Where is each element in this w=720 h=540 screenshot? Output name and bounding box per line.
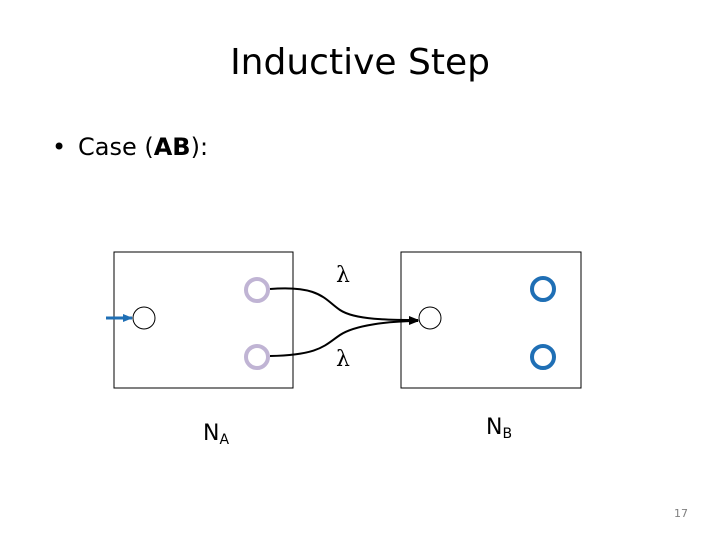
lambda-edge-top: [269, 287, 419, 324]
lambda-edge-bottom: [269, 317, 419, 357]
automaton-a-subscript: A: [219, 432, 230, 448]
slide-title: Inductive Step: [230, 42, 490, 83]
lambda-label-bottom: λ: [336, 347, 350, 372]
automaton-b-start-state: [418, 306, 442, 330]
automaton-a-name: N: [203, 421, 220, 446]
automaton-a-box: [113, 251, 294, 389]
automaton-b-label: NB: [486, 415, 512, 442]
bullet-dot: •: [52, 133, 67, 161]
automaton-b-final-state-top: [530, 276, 556, 302]
bullet-prefix: Case (: [78, 133, 154, 161]
automaton-a-label: NA: [203, 421, 229, 448]
automaton-b-subscript: B: [502, 426, 513, 442]
automaton-b-final-state-bottom: [530, 344, 556, 370]
automaton-a-final-state-top: [244, 277, 270, 303]
automaton-a-final-state-bottom: [244, 344, 270, 370]
bullet-case: • Case (AB):: [52, 133, 208, 161]
automaton-b-name: N: [486, 415, 503, 440]
bullet-suffix: ):: [190, 133, 209, 161]
bullet-bold: AB: [153, 133, 191, 161]
page-number: 17: [674, 507, 688, 520]
automaton-a-start-state: [132, 306, 156, 330]
lambda-label-top: λ: [336, 263, 350, 288]
